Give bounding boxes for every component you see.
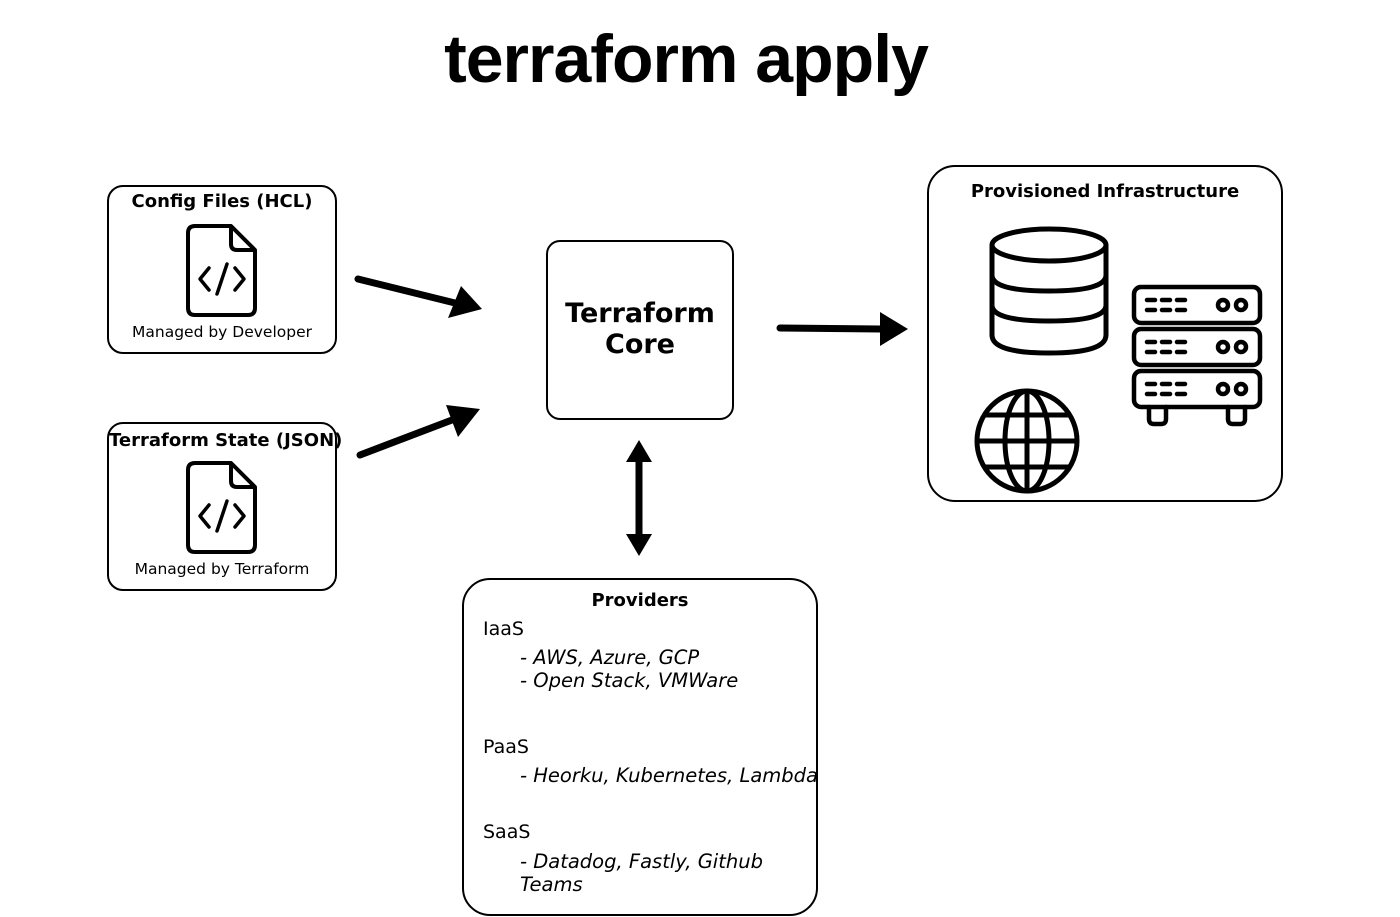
terraform-core-box: Terraform Core [546,240,734,420]
provider-category-iaas: IaaS [483,618,524,640]
terraform-core-line1: Terraform [565,298,715,329]
config-to-core-arrowhead [448,286,482,318]
server-rack-icon [1131,284,1263,427]
terraform-core-line2: Core [605,329,675,360]
provider-item: - AWS, Azure, GCP [520,646,700,669]
config-files-box: Config Files (HCL) Managed by Developer [107,185,337,354]
provisioned-infrastructure-title: Provisioned Infrastructure [970,181,1240,202]
provider-item: - Heorku, Kubernetes, Lambda [520,764,818,787]
providers-title: Providers [591,590,689,611]
core-to-infra-arrow [776,324,884,333]
core-providers-arrowhead-up [626,440,652,462]
diagram-title: terraform apply [444,21,929,97]
providers-box: Providers IaaS - AWS, Azure, GCP - Open … [462,578,818,916]
terraform-state-title: Terraform State (JSON) [109,430,343,451]
state-to-core-arrowhead [446,405,480,437]
terraform-state-caption: Managed by Terraform [134,560,310,578]
provider-category-paas: PaaS [483,736,529,758]
provider-item: Teams [520,873,583,896]
terraform-core-label: Terraform Core [548,298,732,360]
code-file-icon [186,224,257,317]
core-providers-arrowhead-down [626,534,652,556]
provisioned-infrastructure-box: Provisioned Infrastructure [927,165,1283,502]
provider-category-saas: SaaS [483,821,531,843]
globe-icon [974,388,1080,494]
provider-item: - Datadog, Fastly, Github [520,850,763,873]
provider-item: - Open Stack, VMWare [520,669,739,692]
config-files-caption: Managed by Developer [132,323,312,341]
database-icon [989,226,1109,356]
core-to-infra-arrowhead [880,312,908,346]
config-to-core-arrow [354,275,459,307]
state-to-core-arrow [356,416,456,459]
config-files-title: Config Files (HCL) [131,191,313,212]
code-file-icon [186,461,257,554]
terraform-state-box: Terraform State (JSON) Managed by Terraf… [107,422,343,591]
